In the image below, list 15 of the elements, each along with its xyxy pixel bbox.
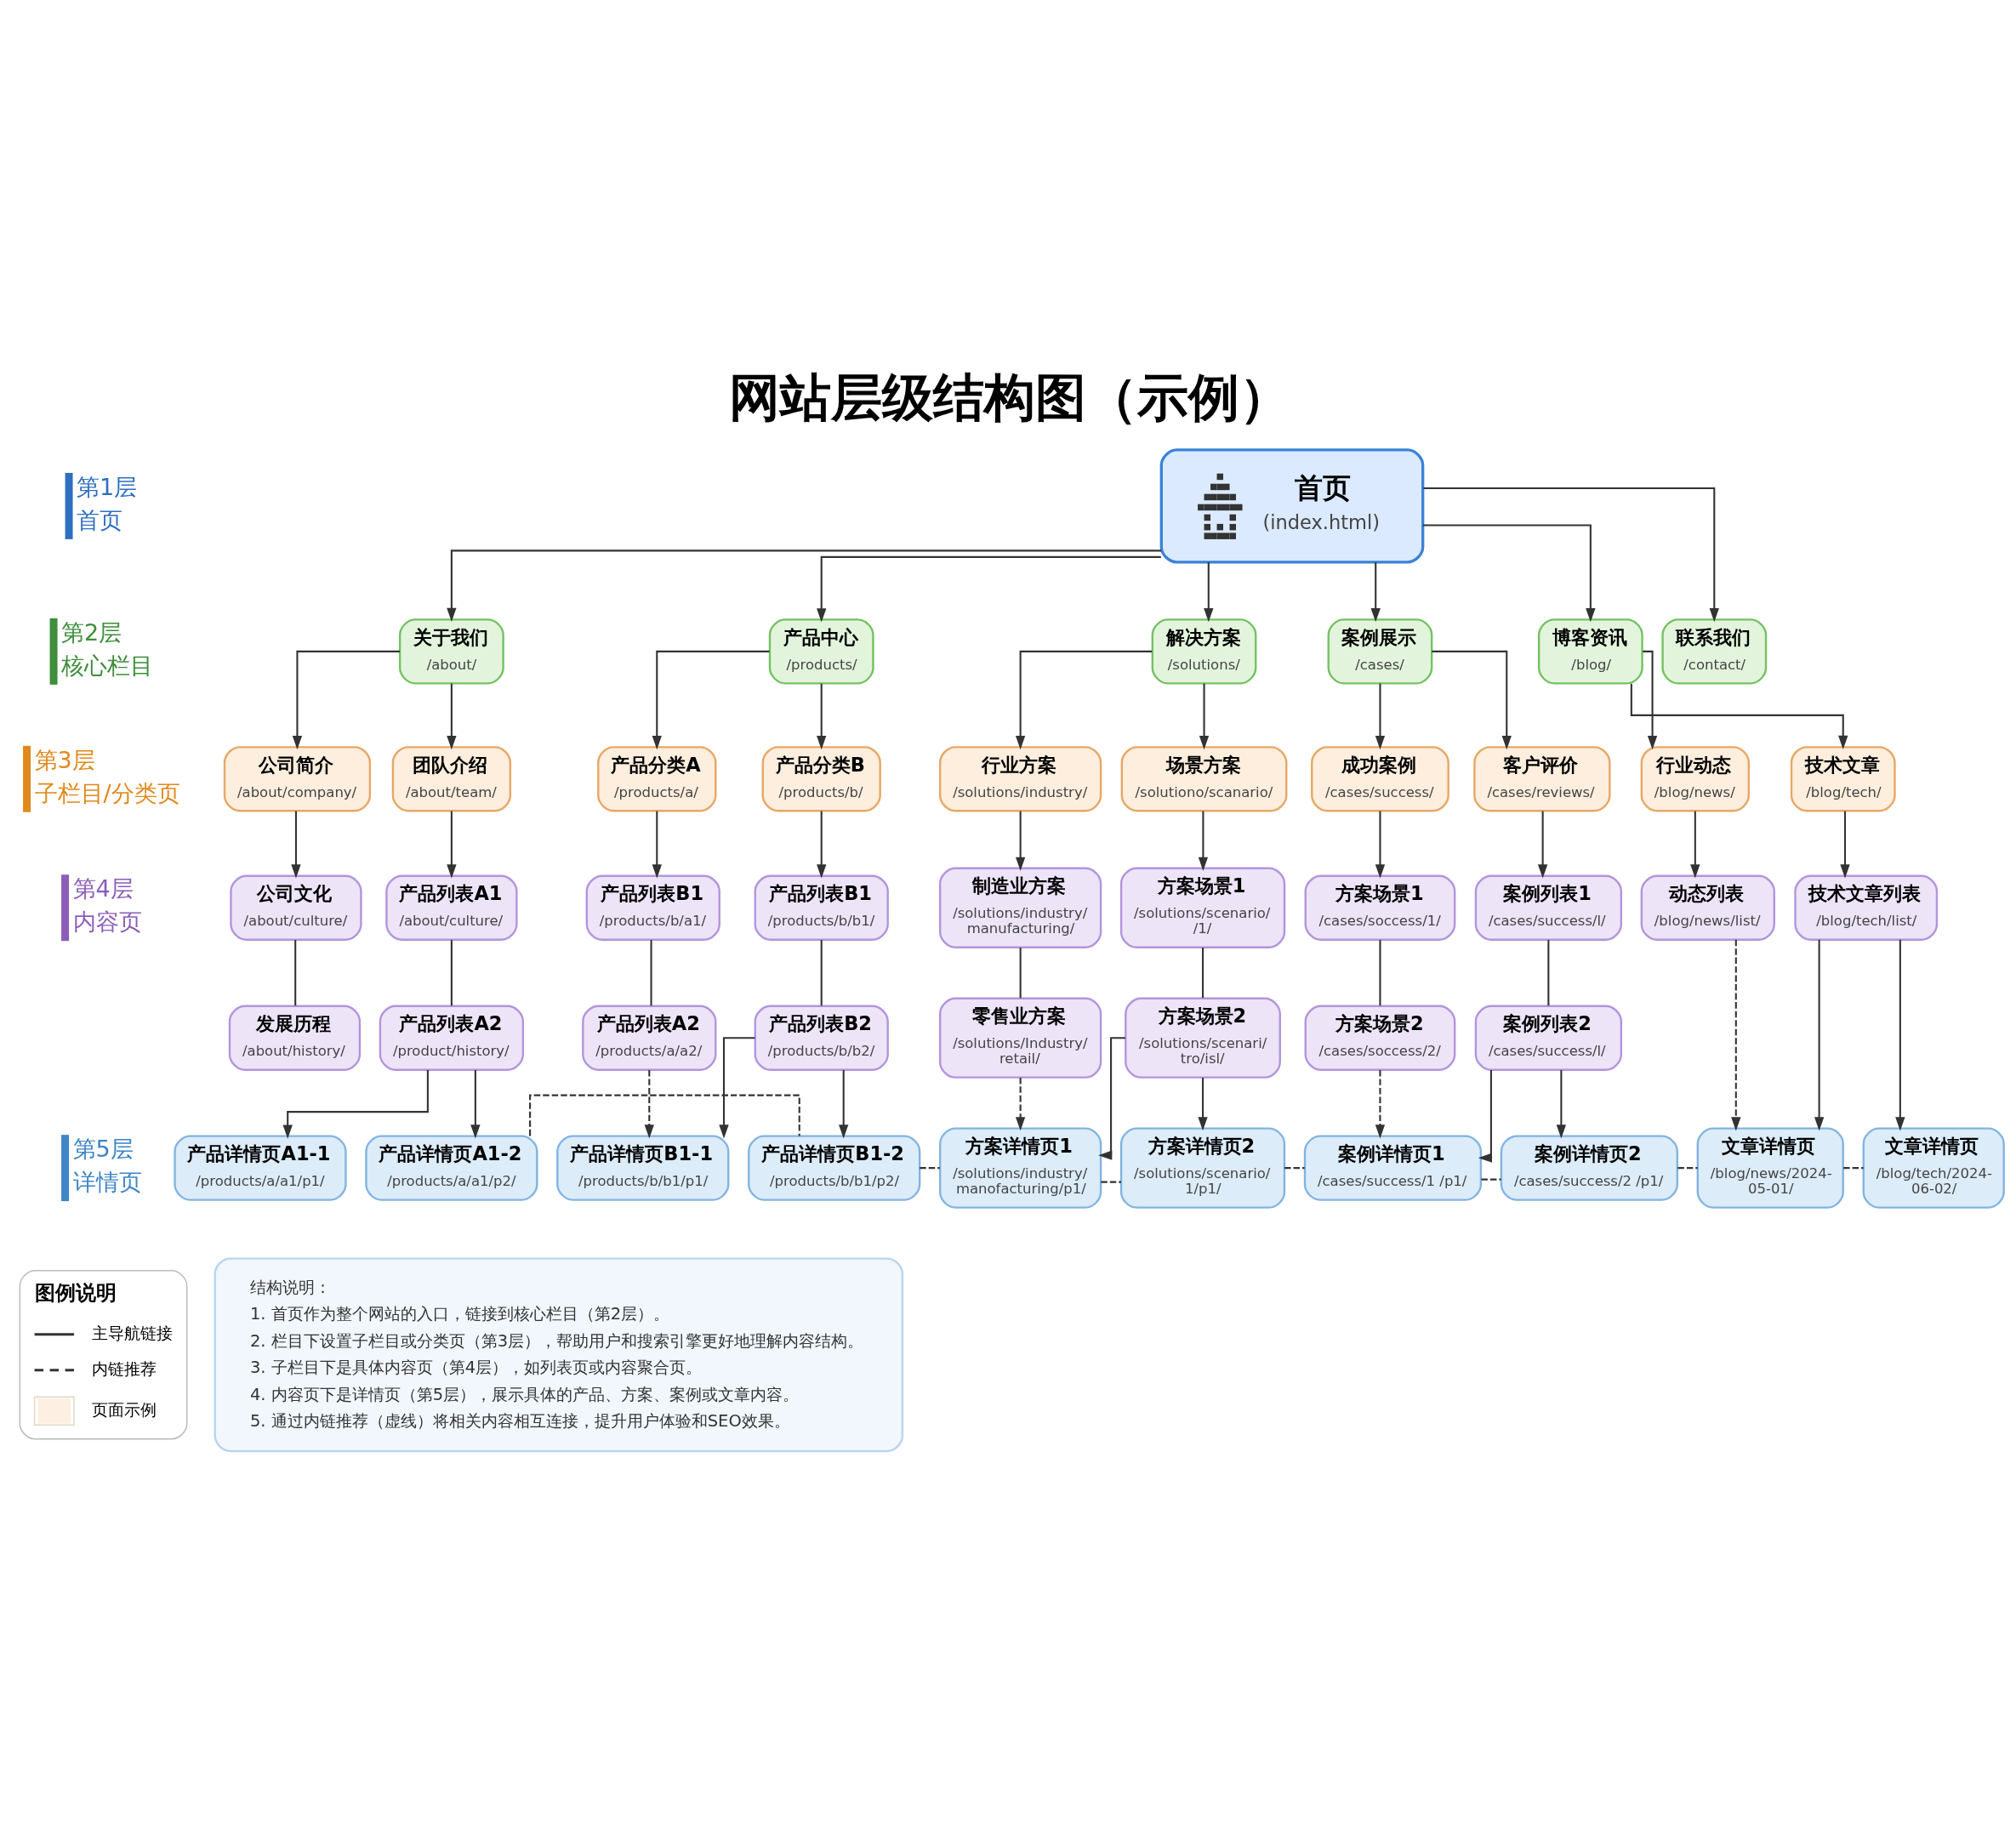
legend-label: 页面示例: [92, 1399, 157, 1420]
label: 核心栏目: [61, 652, 154, 679]
label: 详情页: [72, 1169, 142, 1196]
label: 第4层: [72, 875, 134, 902]
legend-label: 内链推荐: [92, 1358, 157, 1379]
label: 第5层: [72, 1136, 134, 1163]
legend-label: 主导航链接: [92, 1323, 174, 1343]
diagram-title: 网站层级结构图（示例）: [728, 367, 1290, 428]
label: 第2层: [61, 618, 122, 646]
label: 第1层: [77, 474, 138, 501]
label: 第3层: [34, 746, 95, 773]
label: 首页: [77, 507, 123, 534]
label: 图例说明: [34, 1281, 117, 1306]
label: 内容页: [72, 908, 142, 936]
label: 子栏目/分类页: [34, 779, 180, 806]
